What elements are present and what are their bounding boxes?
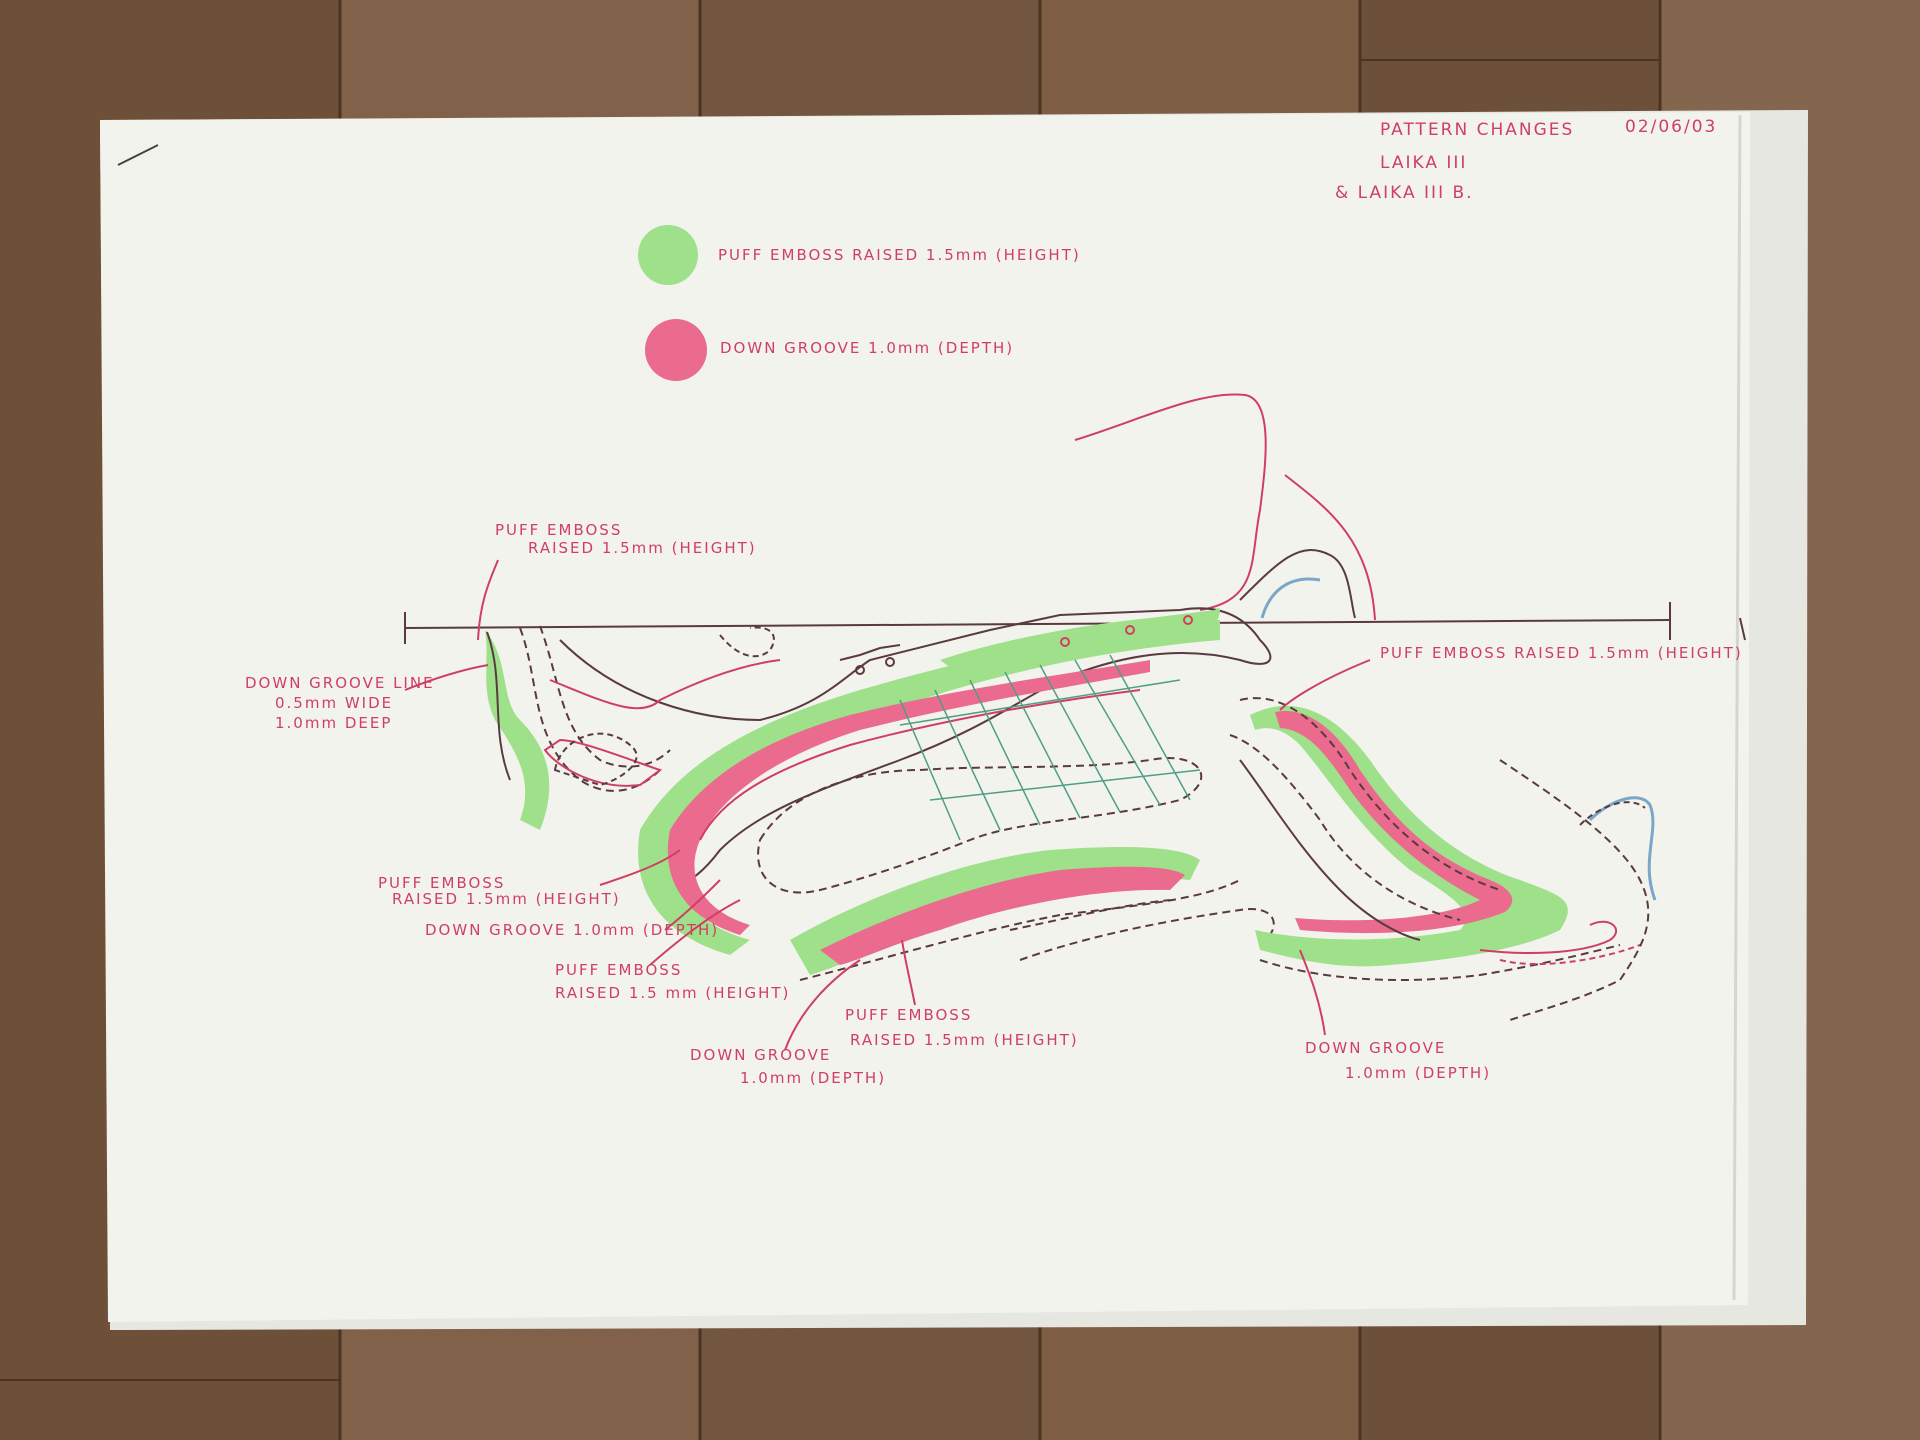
legend: PUFF EMBOSS RAISED 1.5mm (HEIGHT) DOWN G…: [638, 225, 1081, 381]
header-model-1: LAIKA III: [1380, 153, 1467, 173]
header-title: PATTERN CHANGES: [1380, 120, 1574, 140]
annotation-left-puff-l2: RAISED 1.5mm (HEIGHT): [392, 890, 621, 908]
legend-puff-label: PUFF EMBOSS RAISED 1.5mm (HEIGHT): [718, 246, 1081, 264]
legend-groove-label: DOWN GROOVE 1.0mm (DEPTH): [720, 339, 1014, 357]
annotation-left-groove: DOWN GROOVE 1.0mm (DEPTH): [425, 921, 719, 939]
annotation-left-puff-l1: PUFF EMBOSS: [378, 874, 505, 892]
annotation-bot-groove-l2: 1.0mm (DEPTH): [740, 1069, 886, 1087]
annotation-groove-line-l3: 1.0mm DEEP: [275, 714, 392, 732]
annotations: PUFF EMBOSS RAISED 1.5mm (HEIGHT) DOWN G…: [245, 521, 1743, 1087]
annotation-right-puff: PUFF EMBOSS RAISED 1.5mm (HEIGHT): [1380, 644, 1743, 662]
annotation-right-groove-l1: DOWN GROOVE: [1305, 1039, 1446, 1057]
annotation-top-puff-l1: PUFF EMBOSS: [495, 521, 622, 539]
legend-groove-swatch: [645, 319, 707, 381]
annotation-top-puff-l2: RAISED 1.5mm (HEIGHT): [528, 539, 757, 557]
annotation-groove-line-l1: DOWN GROOVE LINE: [245, 674, 435, 692]
header-date: 02/06/03: [1625, 117, 1717, 137]
annotation-groove-line-l2: 0.5mm WIDE: [275, 694, 393, 712]
annotation-bot-puff-l1: PUFF EMBOSS: [845, 1006, 972, 1024]
annotation-mid-puff-l1: PUFF EMBOSS: [555, 961, 682, 979]
annotation-mid-puff-l2: RAISED 1.5 mm (HEIGHT): [555, 984, 790, 1002]
header-model-2: & LAIKA III B.: [1335, 183, 1474, 203]
shoe-pattern-drawing: [404, 393, 1746, 1021]
annotation-right-groove-l2: 1.0mm (DEPTH): [1345, 1064, 1491, 1082]
annotation-bot-groove-l1: DOWN GROOVE: [690, 1046, 831, 1064]
annotation-bot-puff-l2: RAISED 1.5mm (HEIGHT): [850, 1031, 1079, 1049]
legend-puff-swatch: [638, 225, 698, 285]
header-note: PATTERN CHANGES 02/06/03 LAIKA III & LAI…: [1335, 117, 1717, 203]
